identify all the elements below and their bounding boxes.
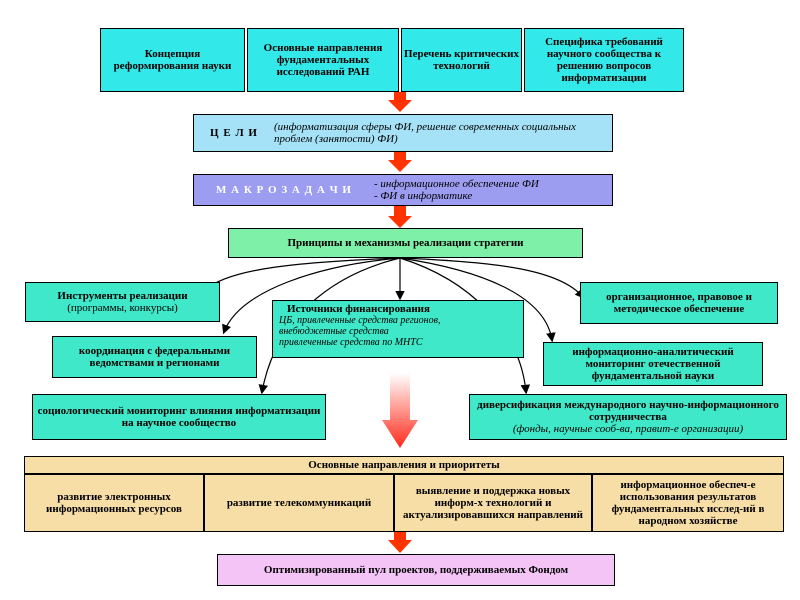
macro-label: М А К Р О З А Д А Ч И [216, 184, 352, 196]
gradient-arrow [382, 373, 418, 448]
macro-box: М А К Р О З А Д А Ч И - информационное о… [193, 174, 613, 206]
instruments-box: Инструменты реализации (программы, конку… [25, 282, 220, 322]
socio-box: социологический мониторинг влияния инфор… [32, 394, 326, 440]
top-box-directions-text: Основные направления фундаментальных исс… [263, 42, 383, 78]
red-arrow-4 [388, 530, 412, 553]
macro-item: - информационное обеспечение ФИ [374, 178, 539, 190]
org-support-text: организационное, правовое и методическое… [606, 291, 752, 315]
goals-box: Ц Е Л И (информатизация сферы ФИ, решени… [193, 114, 613, 152]
coordination-text: координация с федеральными ведомствами и… [78, 345, 231, 369]
red-arrow-3 [388, 206, 412, 228]
red-arrow-2 [388, 152, 412, 172]
red-arrow-1 [388, 92, 412, 112]
funding-box: Источники финансирования ЦБ, привлеченны… [272, 300, 524, 358]
direction-item-telecom: развитие телекоммуникаций [204, 474, 394, 532]
diversification-title: диверсификация международного научно-инф… [477, 399, 779, 423]
directions-title: Основные направления и приоритеты [308, 459, 500, 471]
top-box-directions: Основные направления фундаментальных исс… [247, 28, 399, 92]
org-support-box: организационное, правовое и методическое… [580, 282, 778, 324]
funding-line: привлеченные средства по МНТС [279, 337, 423, 348]
top-box-technologies-text: Перечень критических технологий [404, 48, 519, 72]
top-box-concept: Концепция реформирования науки [100, 28, 245, 92]
direction-item-usage: информационное обеспеч-е использования р… [592, 474, 784, 532]
goals-label: Ц Е Л И [210, 127, 258, 139]
result-text: Оптимизированный пул проектов, поддержив… [263, 564, 569, 576]
analytics-text: информационно-аналитический мониторинг о… [572, 346, 734, 382]
funding-title: Источники финансирования [287, 303, 430, 315]
top-box-technologies: Перечень критических технологий [401, 28, 522, 92]
goals-text: (информатизация сферы ФИ, решение соврем… [274, 121, 576, 145]
direction-item-text: выявление и поддержка новых информ-х тех… [403, 485, 583, 521]
direction-item-text: развитие электронных информационных ресу… [46, 491, 182, 515]
coordination-box: координация с федеральными ведомствами и… [52, 336, 257, 378]
funding-line: ЦБ, привлеченные средства регионов, [279, 315, 441, 326]
top-box-requirements-text: Специфика требований научного сообщества… [545, 36, 663, 84]
direction-item-text: информационное обеспеч-е использования р… [611, 479, 765, 527]
socio-text: социологический мониторинг влияния инфор… [37, 405, 321, 429]
direction-item-technologies: выявление и поддержка новых информ-х тех… [394, 474, 592, 532]
top-box-concept-text: Концепция реформирования науки [113, 48, 232, 72]
result-box: Оптимизированный пул проектов, поддержив… [217, 554, 615, 586]
top-box-requirements: Специфика требований научного сообщества… [524, 28, 684, 92]
analytics-box: информационно-аналитический мониторинг о… [543, 342, 763, 386]
principles-text: Принципы и механизмы реализации стратеги… [287, 237, 524, 249]
direction-item-text: развитие телекоммуникаций [226, 497, 372, 509]
macro-item: - ФИ в информатике [374, 190, 473, 202]
direction-item-resources: развитие электронных информационных ресу… [24, 474, 204, 532]
diversification-subtitle: (фонды, научные сооб-ва, правит-е органи… [512, 423, 744, 435]
instruments-subtitle: (программы, конкурсы) [67, 302, 178, 314]
diversification-box: диверсификация международного научно-инф… [469, 394, 787, 440]
macro-items: - информационное обеспечение ФИ - ФИ в и… [374, 178, 539, 202]
funding-line: внебюджетные средства [279, 326, 389, 337]
instruments-title: Инструменты реализации [57, 290, 188, 302]
principles-box: Принципы и механизмы реализации стратеги… [228, 228, 583, 258]
directions-header: Основные направления и приоритеты [24, 456, 784, 474]
